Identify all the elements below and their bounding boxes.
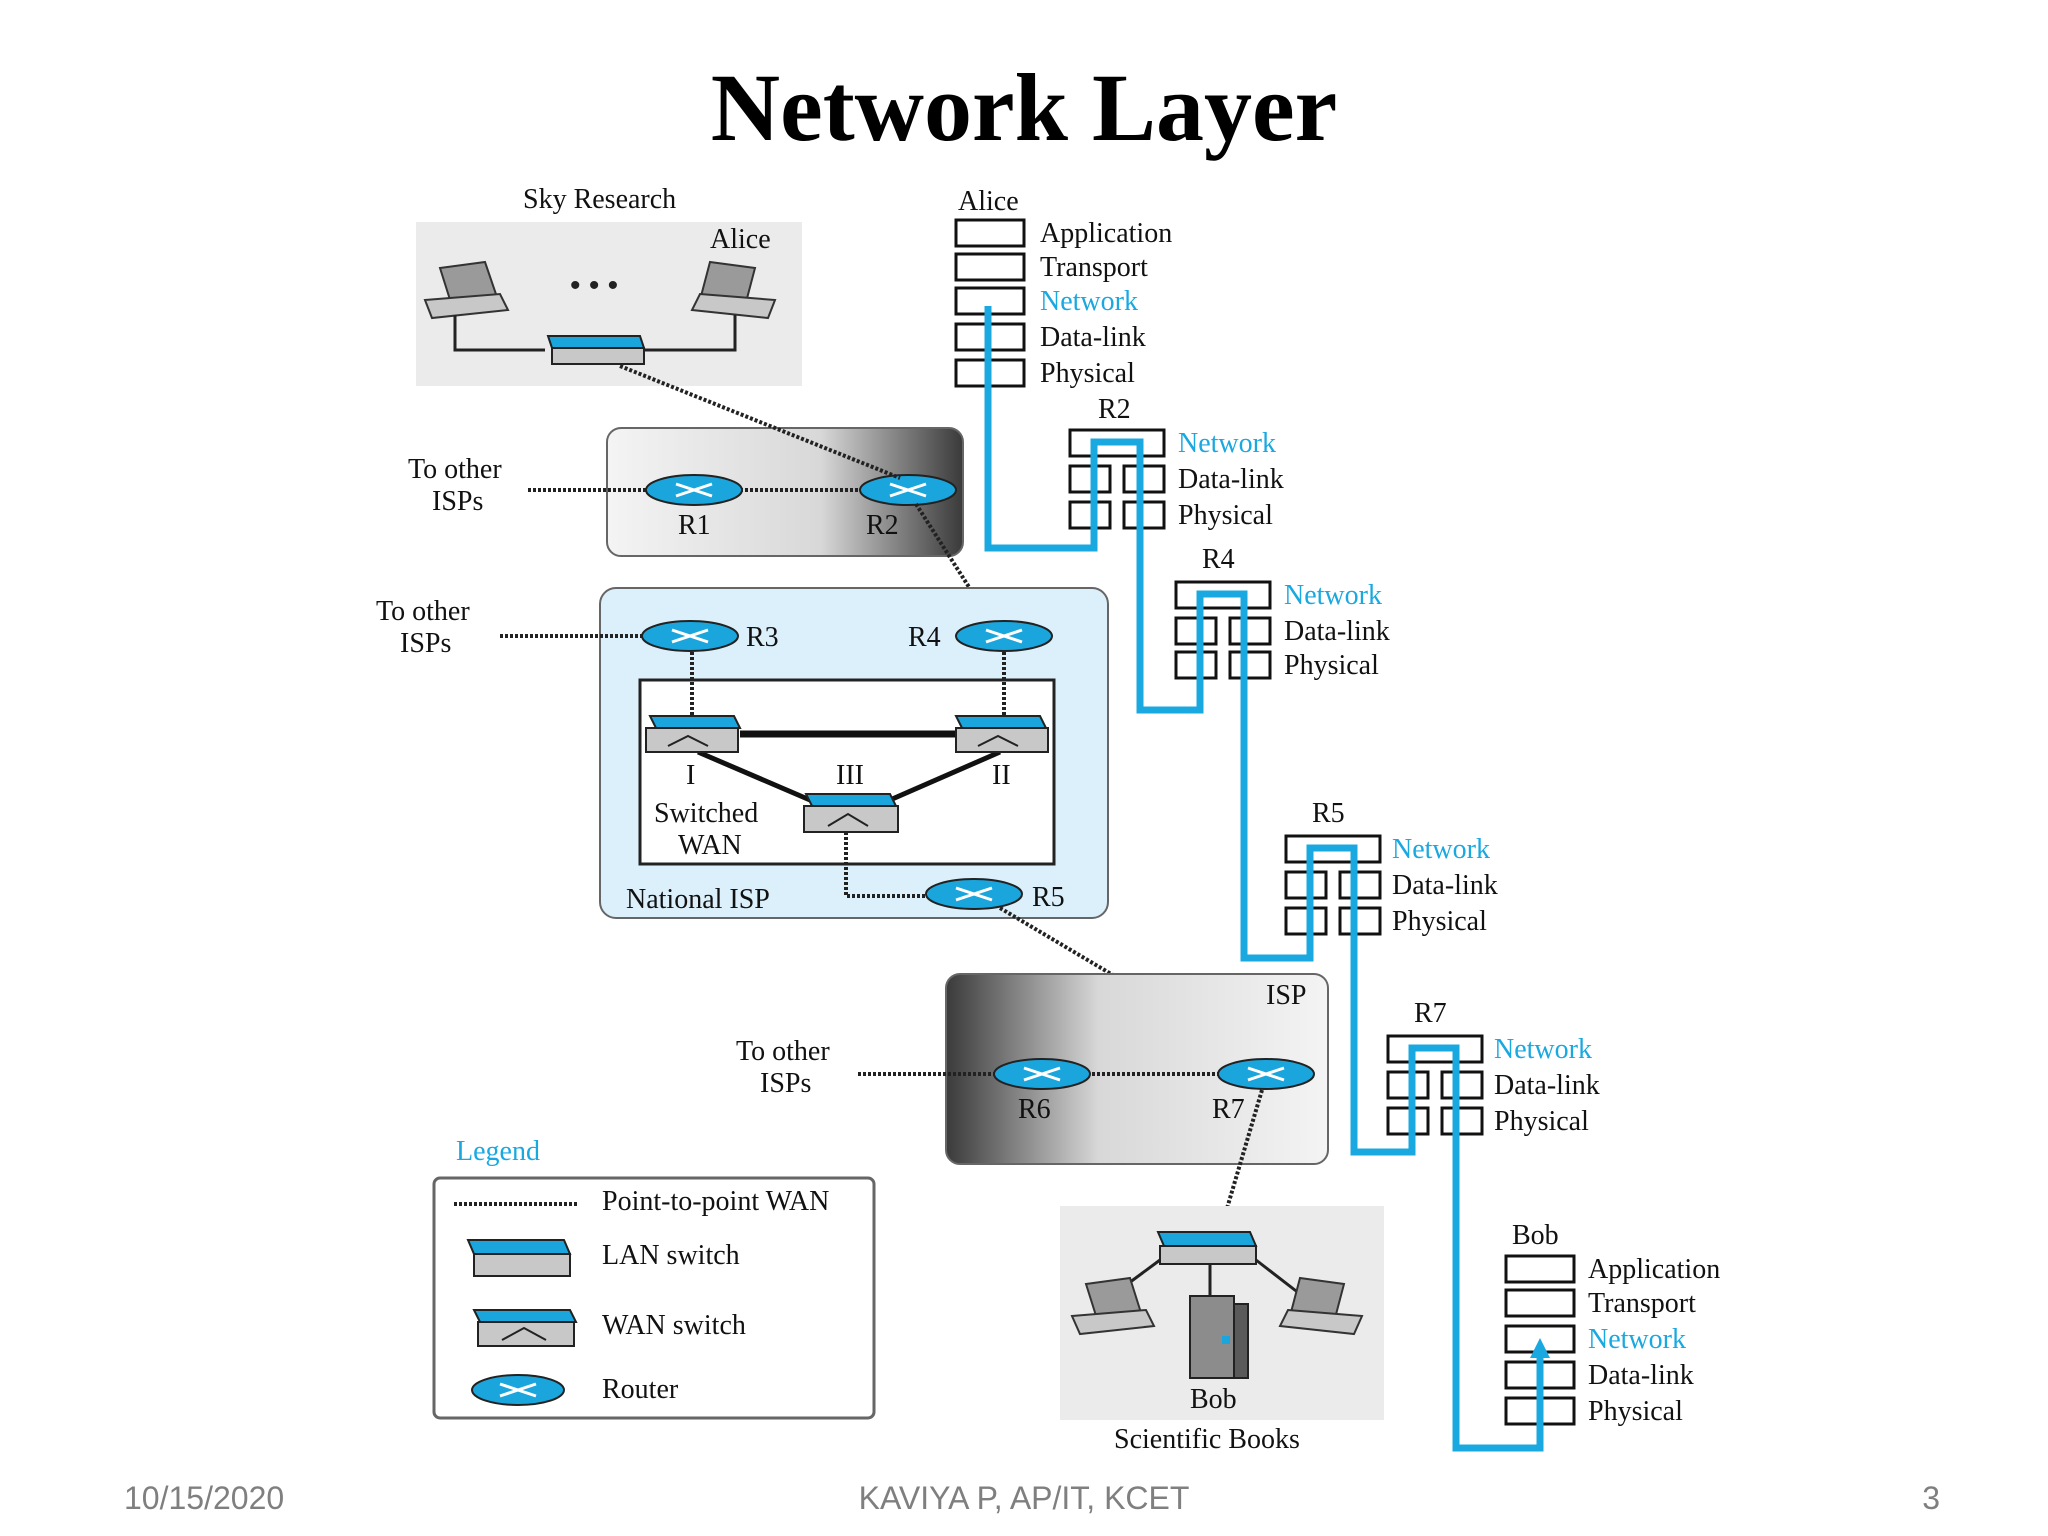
alice-host-label: Alice (710, 224, 771, 255)
national-isp-label: National ISP (626, 884, 770, 915)
r4-layer-physical: Physical (1284, 650, 1379, 681)
r1-label: R1 (678, 510, 711, 541)
r7-layer-data-link: Data-link (1494, 1070, 1600, 1101)
router-icon (645, 474, 743, 506)
router-icon (955, 620, 1053, 652)
r7-stack-title: R7 (1414, 998, 1447, 1029)
switched-wan-label: Switched (654, 798, 758, 829)
bob-layer-network: Network (1588, 1324, 1686, 1355)
to-other-isps-label: To other (408, 454, 502, 485)
r2-layer-physical: Physical (1178, 500, 1273, 531)
r4-stack-title: R4 (1202, 544, 1235, 575)
r5-label: R5 (1032, 882, 1065, 913)
local-isp-box (945, 973, 1329, 1165)
r6-label: R6 (1018, 1094, 1051, 1125)
r4-stack (1174, 580, 1272, 680)
sky-research-label: Sky Research (523, 184, 676, 215)
router-icon (1217, 1058, 1315, 1090)
r7-stack (1386, 1034, 1484, 1136)
wan-switch-icon (954, 715, 1049, 753)
lan-switch-icon (466, 1239, 572, 1277)
alice-layer-network: Network (1040, 286, 1138, 317)
legend-box (432, 1176, 876, 1420)
wan-switch-icon (472, 1309, 578, 1347)
r4-label: R4 (908, 622, 941, 653)
bob-host-label: Bob (1190, 1384, 1237, 1415)
alice-layer-physical: Physical (1040, 358, 1135, 389)
svg-text:• • •: • • • (570, 269, 618, 302)
r5-layer-network: Network (1392, 834, 1490, 865)
r7-layer-network: Network (1494, 1034, 1592, 1065)
r5-stack-title: R5 (1312, 798, 1345, 829)
switched-wan-label: WAN (678, 830, 742, 861)
r4-layer-data-link: Data-link (1284, 616, 1390, 647)
alice-stack-title: Alice (958, 186, 1019, 217)
legend-lan-switch: LAN switch (602, 1240, 740, 1271)
r5-layer-data-link: Data-link (1392, 870, 1498, 901)
wan-switch-icon (803, 793, 899, 833)
bob-layer-physical: Physical (1588, 1396, 1683, 1427)
lan-switch-icon (546, 335, 646, 365)
switch-ii-label: II (992, 760, 1011, 791)
bob-layer-application: Application (1588, 1254, 1720, 1285)
router-icon (993, 1058, 1091, 1090)
legend-wan-switch: WAN switch (602, 1310, 746, 1341)
isp-label: ISP (1266, 980, 1306, 1011)
laptop-icon (423, 260, 510, 320)
to-other-isps-label: ISPs (432, 486, 483, 517)
r2-label: R2 (866, 510, 899, 541)
r2-layer-network: Network (1178, 428, 1276, 459)
slide-title: Network Layer (710, 54, 1338, 161)
router-icon (471, 1374, 565, 1406)
bob-stack-title: Bob (1512, 1220, 1559, 1251)
r2-stack-title: R2 (1098, 394, 1131, 425)
router-icon (641, 620, 739, 652)
switch-i-label: I (686, 760, 695, 791)
laptop-icon (1070, 1276, 1156, 1336)
r7-layer-physical: Physical (1494, 1106, 1589, 1137)
to-other-isps-label: ISPs (760, 1068, 811, 1099)
footer-author: KAVIYA P, AP/IT, KCET (858, 1480, 1190, 1516)
wan-switch-icon (645, 715, 742, 753)
lan-switch-icon (1156, 1231, 1258, 1265)
to-other-isps-label: To other (736, 1036, 830, 1067)
alice-layer-data-link: Data-link (1040, 322, 1146, 353)
footer-date: 10/15/2020 (124, 1480, 285, 1516)
r4-layer-network: Network (1284, 580, 1382, 611)
data-path (1136, 500, 1544, 1452)
footer-page-number: 3 (1922, 1480, 1940, 1516)
bob-layer-transport: Transport (1588, 1288, 1696, 1319)
to-other-isps-label: ISPs (400, 628, 451, 659)
router-icon (925, 878, 1023, 910)
r2-layer-data-link: Data-link (1178, 464, 1284, 495)
r2-stack (1068, 428, 1166, 530)
legend-title: Legend (456, 1136, 540, 1167)
legend-router: Router (602, 1374, 679, 1405)
laptop-icon (690, 260, 777, 320)
alice-layer-transport: Transport (1040, 252, 1148, 283)
alice-layer-application: Application (1040, 218, 1172, 249)
bob-layer-data-link: Data-link (1588, 1360, 1694, 1391)
legend-point-to-point-wan: Point-to-point WAN (602, 1186, 829, 1217)
r5-stack (1284, 834, 1382, 936)
scientific-books-label: Scientific Books (1114, 1424, 1300, 1455)
server-icon (1189, 1295, 1249, 1379)
switch-iii-label: III (836, 760, 864, 791)
router-icon (859, 474, 957, 506)
r3-label: R3 (746, 622, 779, 653)
data-path-arrowhead (1530, 1338, 1550, 1358)
to-other-isps-label: To other (376, 596, 470, 627)
r5-layer-physical: Physical (1392, 906, 1487, 937)
laptop-icon (1278, 1276, 1364, 1336)
r7-label: R7 (1212, 1094, 1245, 1125)
